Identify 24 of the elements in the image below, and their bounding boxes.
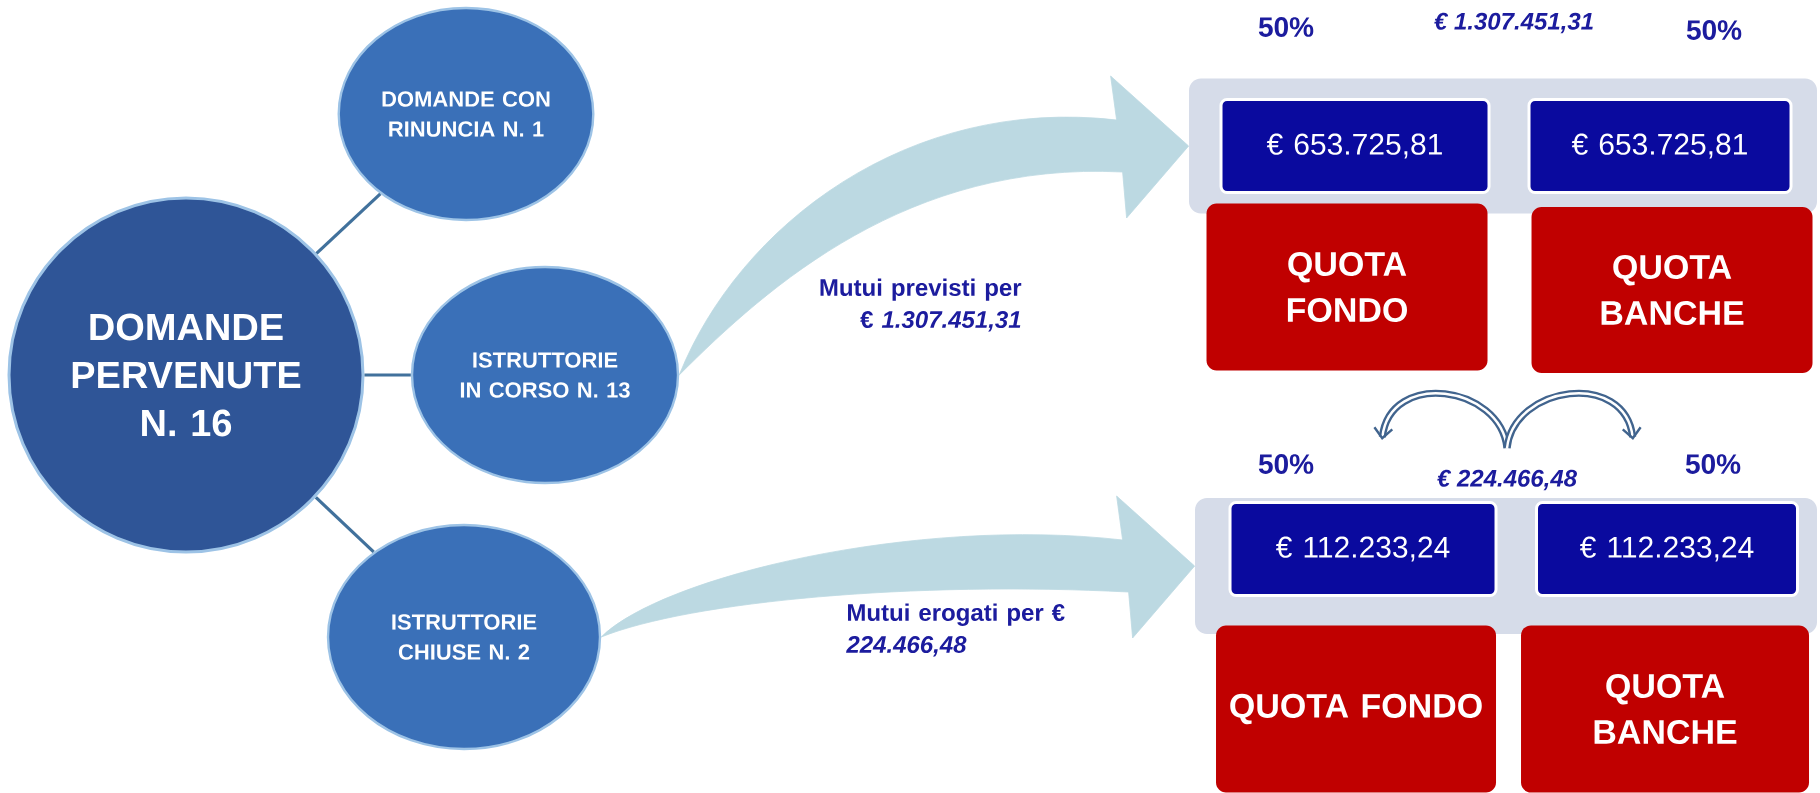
percentage-label: 50% bbox=[1686, 20, 1742, 40]
share-box: QUOTA FONDO bbox=[1216, 625, 1496, 793]
amount-box: € 112.233,24 bbox=[1228, 501, 1498, 597]
edge-label: Mutui previsti per € 1.307.451,31 bbox=[820, 278, 1022, 332]
amount-box: € 653.725,81 bbox=[1219, 98, 1491, 194]
amount-box: € 112.233,24 bbox=[1535, 501, 1799, 597]
share-box: QUOTA FONDO bbox=[1206, 203, 1488, 371]
share-box: QUOTA BANCHE bbox=[1521, 625, 1809, 793]
ellipse-node: DOMANDE CON RINUNCIA N. 1 bbox=[337, 6, 595, 222]
total-amount: € 1.307.451,31 bbox=[1434, 12, 1593, 34]
connector-line bbox=[364, 373, 411, 377]
block-arrow bbox=[678, 75, 1189, 376]
share-box: QUOTA BANCHE bbox=[1531, 207, 1813, 373]
ellipse-node: ISTRUTTORIE IN CORSO N. 13 bbox=[410, 265, 680, 485]
connector-line bbox=[314, 496, 375, 553]
connector-line bbox=[315, 192, 382, 255]
amount-box: € 653.725,81 bbox=[1527, 98, 1793, 194]
edge-label: Mutui erogati per € 224.466,48 bbox=[846, 603, 1065, 657]
percentage-label: 50% bbox=[1258, 17, 1314, 37]
block-arrow bbox=[600, 495, 1195, 639]
percentage-label: 50% bbox=[1258, 454, 1314, 474]
total-amount: € 224.466,48 bbox=[1437, 469, 1577, 491]
ellipse-node: ISTRUTTORIE CHIUSE N. 2 bbox=[326, 523, 602, 751]
percentage-label: 50% bbox=[1685, 454, 1741, 474]
